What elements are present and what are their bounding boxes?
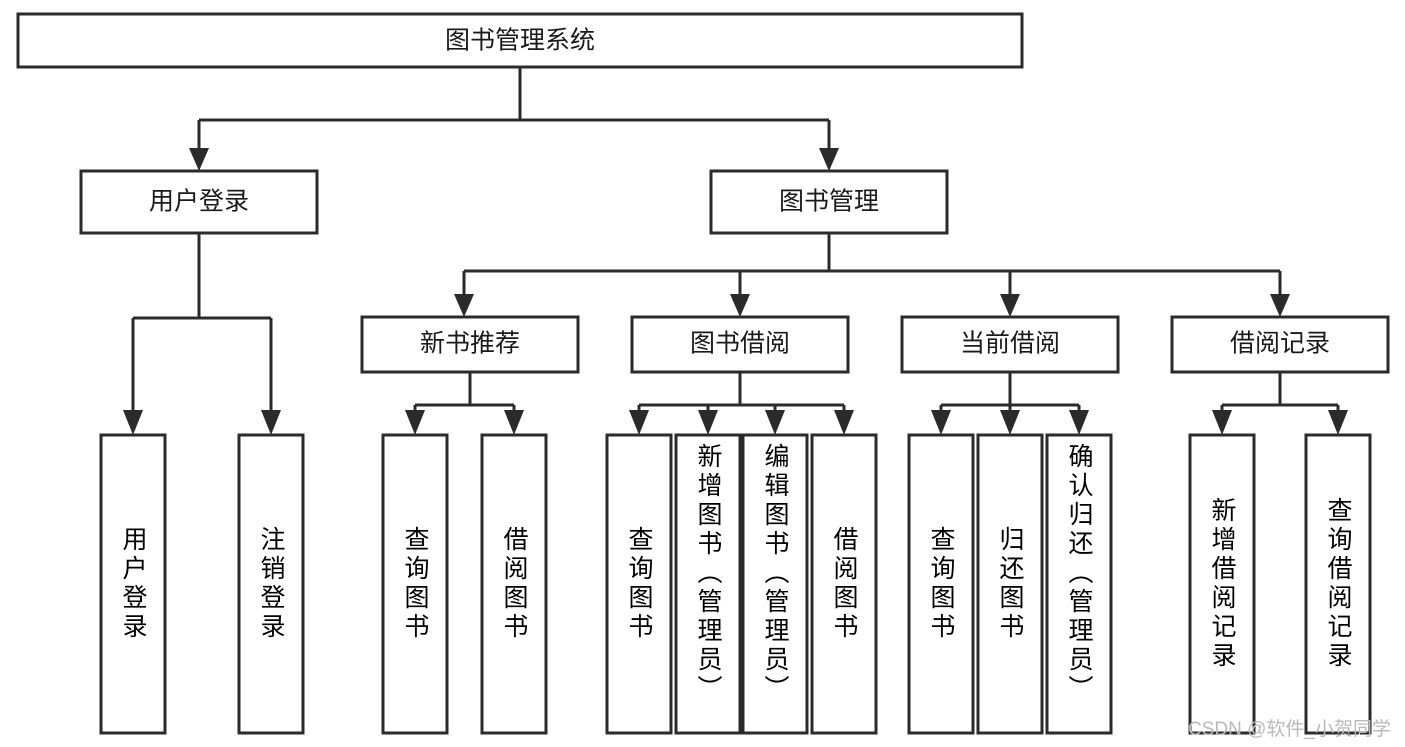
arrow-head-leaf-query-book-1 xyxy=(405,410,425,435)
node-leaf-query-record-box[interactable] xyxy=(1304,433,1372,735)
node-leaf-query-book-1-box[interactable] xyxy=(381,433,449,735)
arrow-head-leaf-edit-book xyxy=(765,410,785,435)
node-leaf-user-login-label: 用户登录 xyxy=(119,526,147,642)
node-leaf-query-book-3-label: 查询图书 xyxy=(927,526,955,642)
node-leaf-query-book-3-box[interactable] xyxy=(907,433,975,735)
node-user-login[interactable]: 用户登录 xyxy=(79,169,319,235)
arrow-head-leaf-confirm-return xyxy=(1069,410,1089,435)
node-leaf-borrow-book-2-label: 借阅图书 xyxy=(830,526,858,642)
node-borrow-record-box[interactable] xyxy=(1170,315,1390,374)
node-new-book-recommend-label: 新书推荐 xyxy=(420,330,520,358)
node-root-label: 图书管理系统 xyxy=(445,27,595,55)
arrow-head-leaf-user-login xyxy=(123,410,143,435)
node-leaf-add-record-box[interactable] xyxy=(1188,433,1256,735)
arrow-head-leaf-query-record xyxy=(1328,410,1348,435)
node-leaf-add-book-box[interactable] xyxy=(674,433,742,735)
node-borrow-record-label: 借阅记录 xyxy=(1230,330,1330,358)
node-new-book-recommend[interactable]: 新书推荐 xyxy=(360,315,580,374)
node-leaf-borrow-book-1-label: 借阅图书 xyxy=(500,526,528,642)
node-current-borrow[interactable]: 当前借阅 xyxy=(900,315,1120,374)
node-leaf-user-logout-label: 注销登录 xyxy=(257,526,285,642)
node-new-book-recommend-box[interactable] xyxy=(360,315,580,374)
arrow-head-leaf-borrow-book-2 xyxy=(834,410,854,435)
node-leaf-query-book-2-box[interactable] xyxy=(605,433,673,735)
node-leaf-add-book-label: 新增图书（管理员） xyxy=(694,443,722,704)
node-leaf-return-book-label: 归还图书 xyxy=(996,526,1024,642)
node-root[interactable]: 图书管理系统 xyxy=(16,12,1024,69)
node-leaf-edit-book-label: 编辑图书（管理员） xyxy=(761,443,789,704)
node-user-login-label: 用户登录 xyxy=(149,188,249,216)
node-current-borrow-label: 当前借阅 xyxy=(960,330,1060,358)
arrow-head-book-borrow xyxy=(730,294,750,317)
node-borrow-record[interactable]: 借阅记录 xyxy=(1170,315,1390,374)
arrow-head-leaf-user-logout xyxy=(261,410,281,435)
arrow-head-new-book-recommend xyxy=(454,294,474,317)
node-leaf-return-book-box[interactable] xyxy=(976,433,1044,735)
arrow-head-book-management xyxy=(819,148,839,171)
node-leaf-confirm-return-box[interactable] xyxy=(1045,433,1113,735)
arrow-head-borrow-record xyxy=(1270,294,1290,317)
node-leaf-borrow-book-2-box[interactable] xyxy=(810,433,878,735)
node-book-borrow-box[interactable] xyxy=(630,315,850,374)
node-book-borrow-label: 图书借阅 xyxy=(690,330,790,358)
node-book-management-box[interactable] xyxy=(709,169,949,235)
arrow-head-leaf-return-book xyxy=(1000,410,1020,435)
node-leaf-query-book-1-label: 查询图书 xyxy=(401,526,429,642)
node-leaf-query-book-2-label: 查询图书 xyxy=(625,526,653,642)
node-book-borrow[interactable]: 图书借阅 xyxy=(630,315,850,374)
node-leaf-user-logout-box[interactable] xyxy=(237,433,305,735)
node-book-management[interactable]: 图书管理 xyxy=(709,169,949,235)
arrow-head-leaf-query-book-2 xyxy=(629,410,649,435)
arrow-head-user-login xyxy=(189,148,209,171)
node-leaf-edit-book-box[interactable] xyxy=(741,433,809,735)
node-user-login-box[interactable] xyxy=(79,169,319,235)
leaf-node-layer xyxy=(99,433,1372,735)
arrow-head-leaf-add-record xyxy=(1212,410,1232,435)
node-leaf-user-login-box[interactable] xyxy=(99,433,167,735)
node-leaf-add-record-label: 新增借阅记录 xyxy=(1208,497,1236,671)
arrow-head-current-borrow xyxy=(1000,294,1020,317)
node-book-management-label: 图书管理 xyxy=(779,188,879,216)
arrow-head-leaf-borrow-book-1 xyxy=(504,410,524,435)
node-leaf-confirm-return-label: 确认归还（管理员） xyxy=(1065,443,1093,704)
arrow-head-leaf-query-book-3 xyxy=(931,410,951,435)
node-current-borrow-box[interactable] xyxy=(900,315,1120,374)
arrow-head-leaf-add-book xyxy=(698,410,718,435)
node-root-box[interactable] xyxy=(16,12,1024,69)
node-leaf-query-record-label: 查询借阅记录 xyxy=(1324,497,1352,671)
node-leaf-borrow-book-1-box[interactable] xyxy=(480,433,548,735)
connector-layer xyxy=(123,67,1348,435)
